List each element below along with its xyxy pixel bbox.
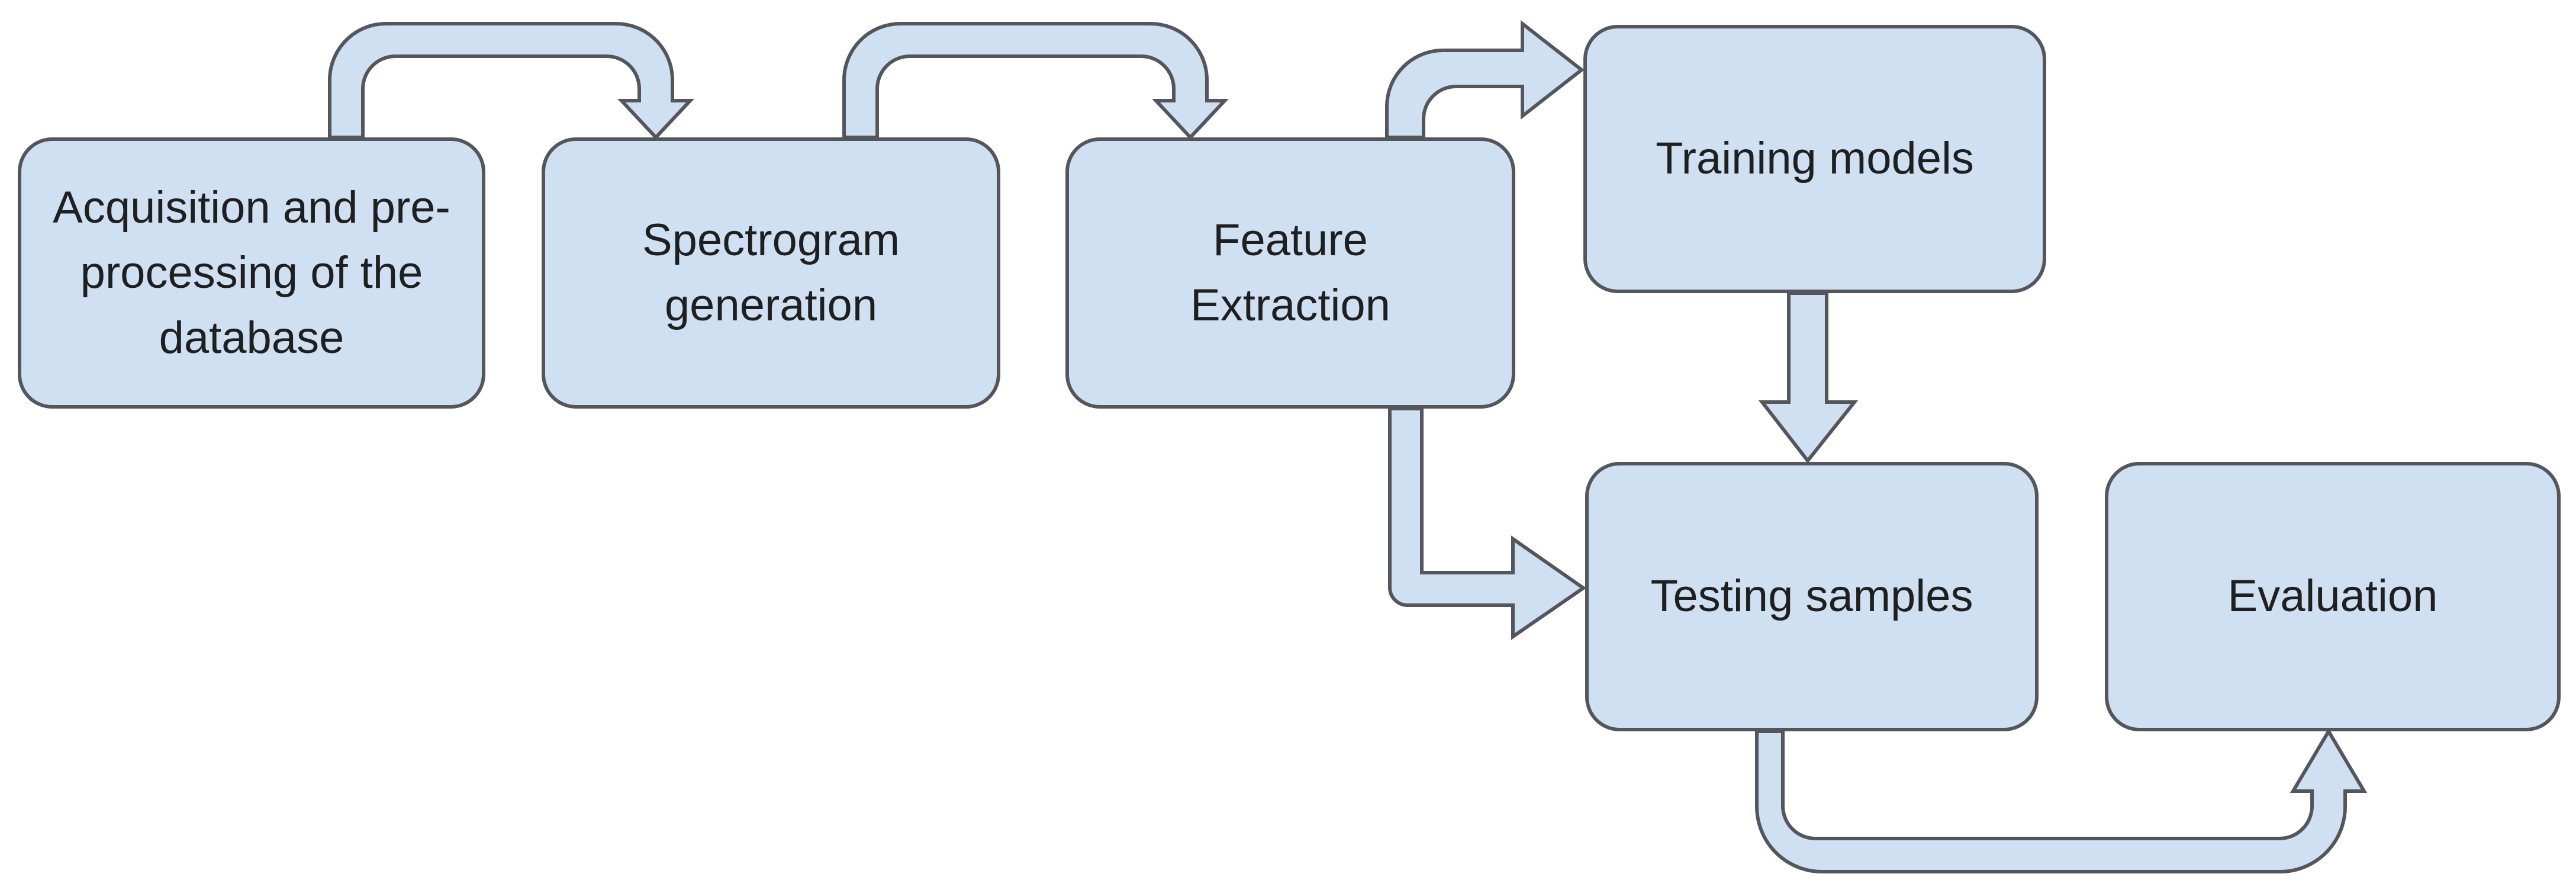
arrow-testing-to-evaluation xyxy=(1755,728,2368,873)
node-feature-extraction: Feature Extraction xyxy=(1065,137,1515,409)
node-feature-extraction-label: Feature Extraction xyxy=(1190,214,1390,330)
arrow-acquisition-to-spectrogram xyxy=(328,22,694,140)
node-acquisition: Acquisition and pre-processing of the da… xyxy=(18,137,485,409)
arrow-training-to-testing xyxy=(1758,291,1859,464)
arrow-feature-to-training xyxy=(1385,20,1585,139)
arrow-feature-to-testing xyxy=(1388,407,1587,640)
node-training-models: Training models xyxy=(1583,25,2046,293)
node-evaluation: Evaluation xyxy=(2105,462,2561,731)
node-testing-samples: Testing samples xyxy=(1585,462,2039,731)
node-spectrogram-label: Spectrogram generation xyxy=(642,214,900,330)
node-testing-samples-label: Testing samples xyxy=(1650,571,1973,622)
arrow-spectrogram-to-feature xyxy=(842,22,1229,140)
node-training-models-label: Training models xyxy=(1656,133,1974,184)
node-spectrogram: Spectrogram generation xyxy=(542,137,1000,409)
node-acquisition-label: Acquisition and pre-processing of the da… xyxy=(53,182,450,364)
node-evaluation-label: Evaluation xyxy=(2227,571,2438,622)
